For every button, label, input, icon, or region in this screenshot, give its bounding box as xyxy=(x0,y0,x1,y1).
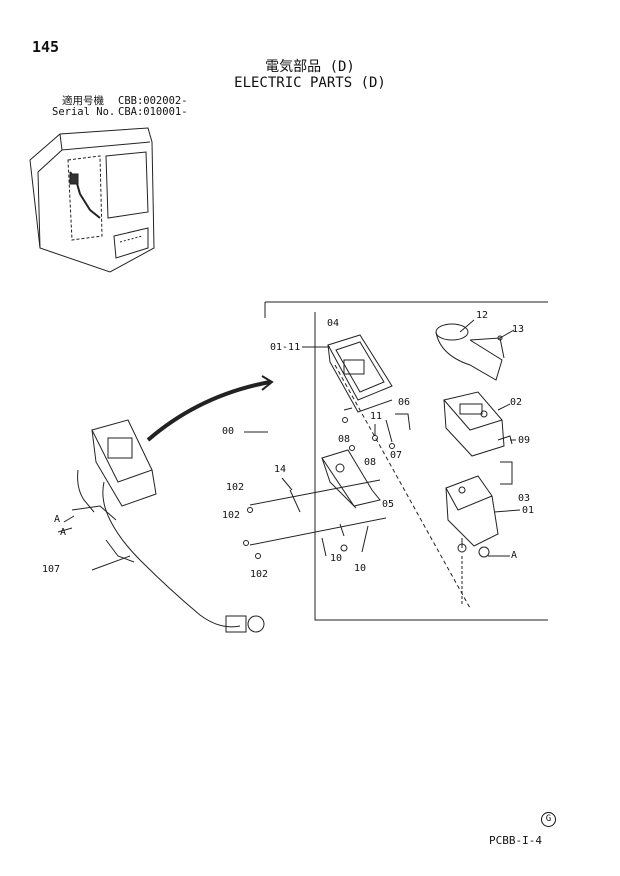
callout-09: 09 xyxy=(518,435,531,446)
callout-01: 01 xyxy=(522,505,535,516)
part-01-bracket xyxy=(445,461,513,604)
callout-10-right: 10 xyxy=(354,563,367,574)
callout-08-lower: 08 xyxy=(364,457,377,468)
footer-circle-mark: G xyxy=(541,812,556,827)
serial-jp-label: 適用号機 xyxy=(62,95,104,107)
callout-05: 05 xyxy=(382,499,395,510)
title-english: ELECTRIC PARTS (D) xyxy=(234,75,386,91)
callout-04: 04 xyxy=(327,318,340,329)
callout-102-middle: 102 xyxy=(222,510,241,521)
serial-jp-value: CBB:002002- xyxy=(118,95,188,107)
part-02-panel xyxy=(443,391,505,457)
page-code: PCBB-I-4 xyxy=(489,834,542,847)
callout-102-bottom: 102 xyxy=(250,569,269,580)
callout-02: 02 xyxy=(510,397,523,408)
callout-07: 07 xyxy=(390,450,403,461)
callout-10-left: 10 xyxy=(330,553,343,564)
leader-lines xyxy=(57,319,521,571)
screws-group xyxy=(342,407,411,451)
callout-a-right: A xyxy=(511,550,518,561)
detail-frame xyxy=(264,301,548,621)
cab-overview-drawing xyxy=(29,127,155,273)
callout-14: 14 xyxy=(274,464,287,475)
callout-102-top: 102 xyxy=(226,482,245,493)
callout-12: 12 xyxy=(476,310,489,321)
callout-00: 00 xyxy=(222,426,235,437)
callout-107: 107 xyxy=(42,564,61,575)
callout-08-upper: 08 xyxy=(338,434,351,445)
callout-arrow xyxy=(146,380,271,442)
part-05-bracket xyxy=(321,449,381,509)
callout-01-11: 01-11 xyxy=(270,342,301,353)
serial-en-value: CBA:010001- xyxy=(118,106,188,118)
callout-a-lower: A xyxy=(60,527,67,538)
part-09 xyxy=(497,435,513,445)
part-04-switch-panel xyxy=(327,334,393,413)
callout-06: 06 xyxy=(398,397,411,408)
serial-en-label: Serial No. xyxy=(52,106,116,118)
callout-03: 03 xyxy=(518,493,531,504)
part-14-harness xyxy=(243,479,387,559)
callout-a-upper: A xyxy=(54,514,61,525)
left-module-harness xyxy=(71,419,265,633)
part-12-cover xyxy=(435,323,505,381)
callout-13: 13 xyxy=(512,324,525,335)
callout-11: 11 xyxy=(370,411,383,422)
title-japanese: 電気部品 (D) xyxy=(265,59,355,75)
page-number: 145 xyxy=(32,38,60,56)
